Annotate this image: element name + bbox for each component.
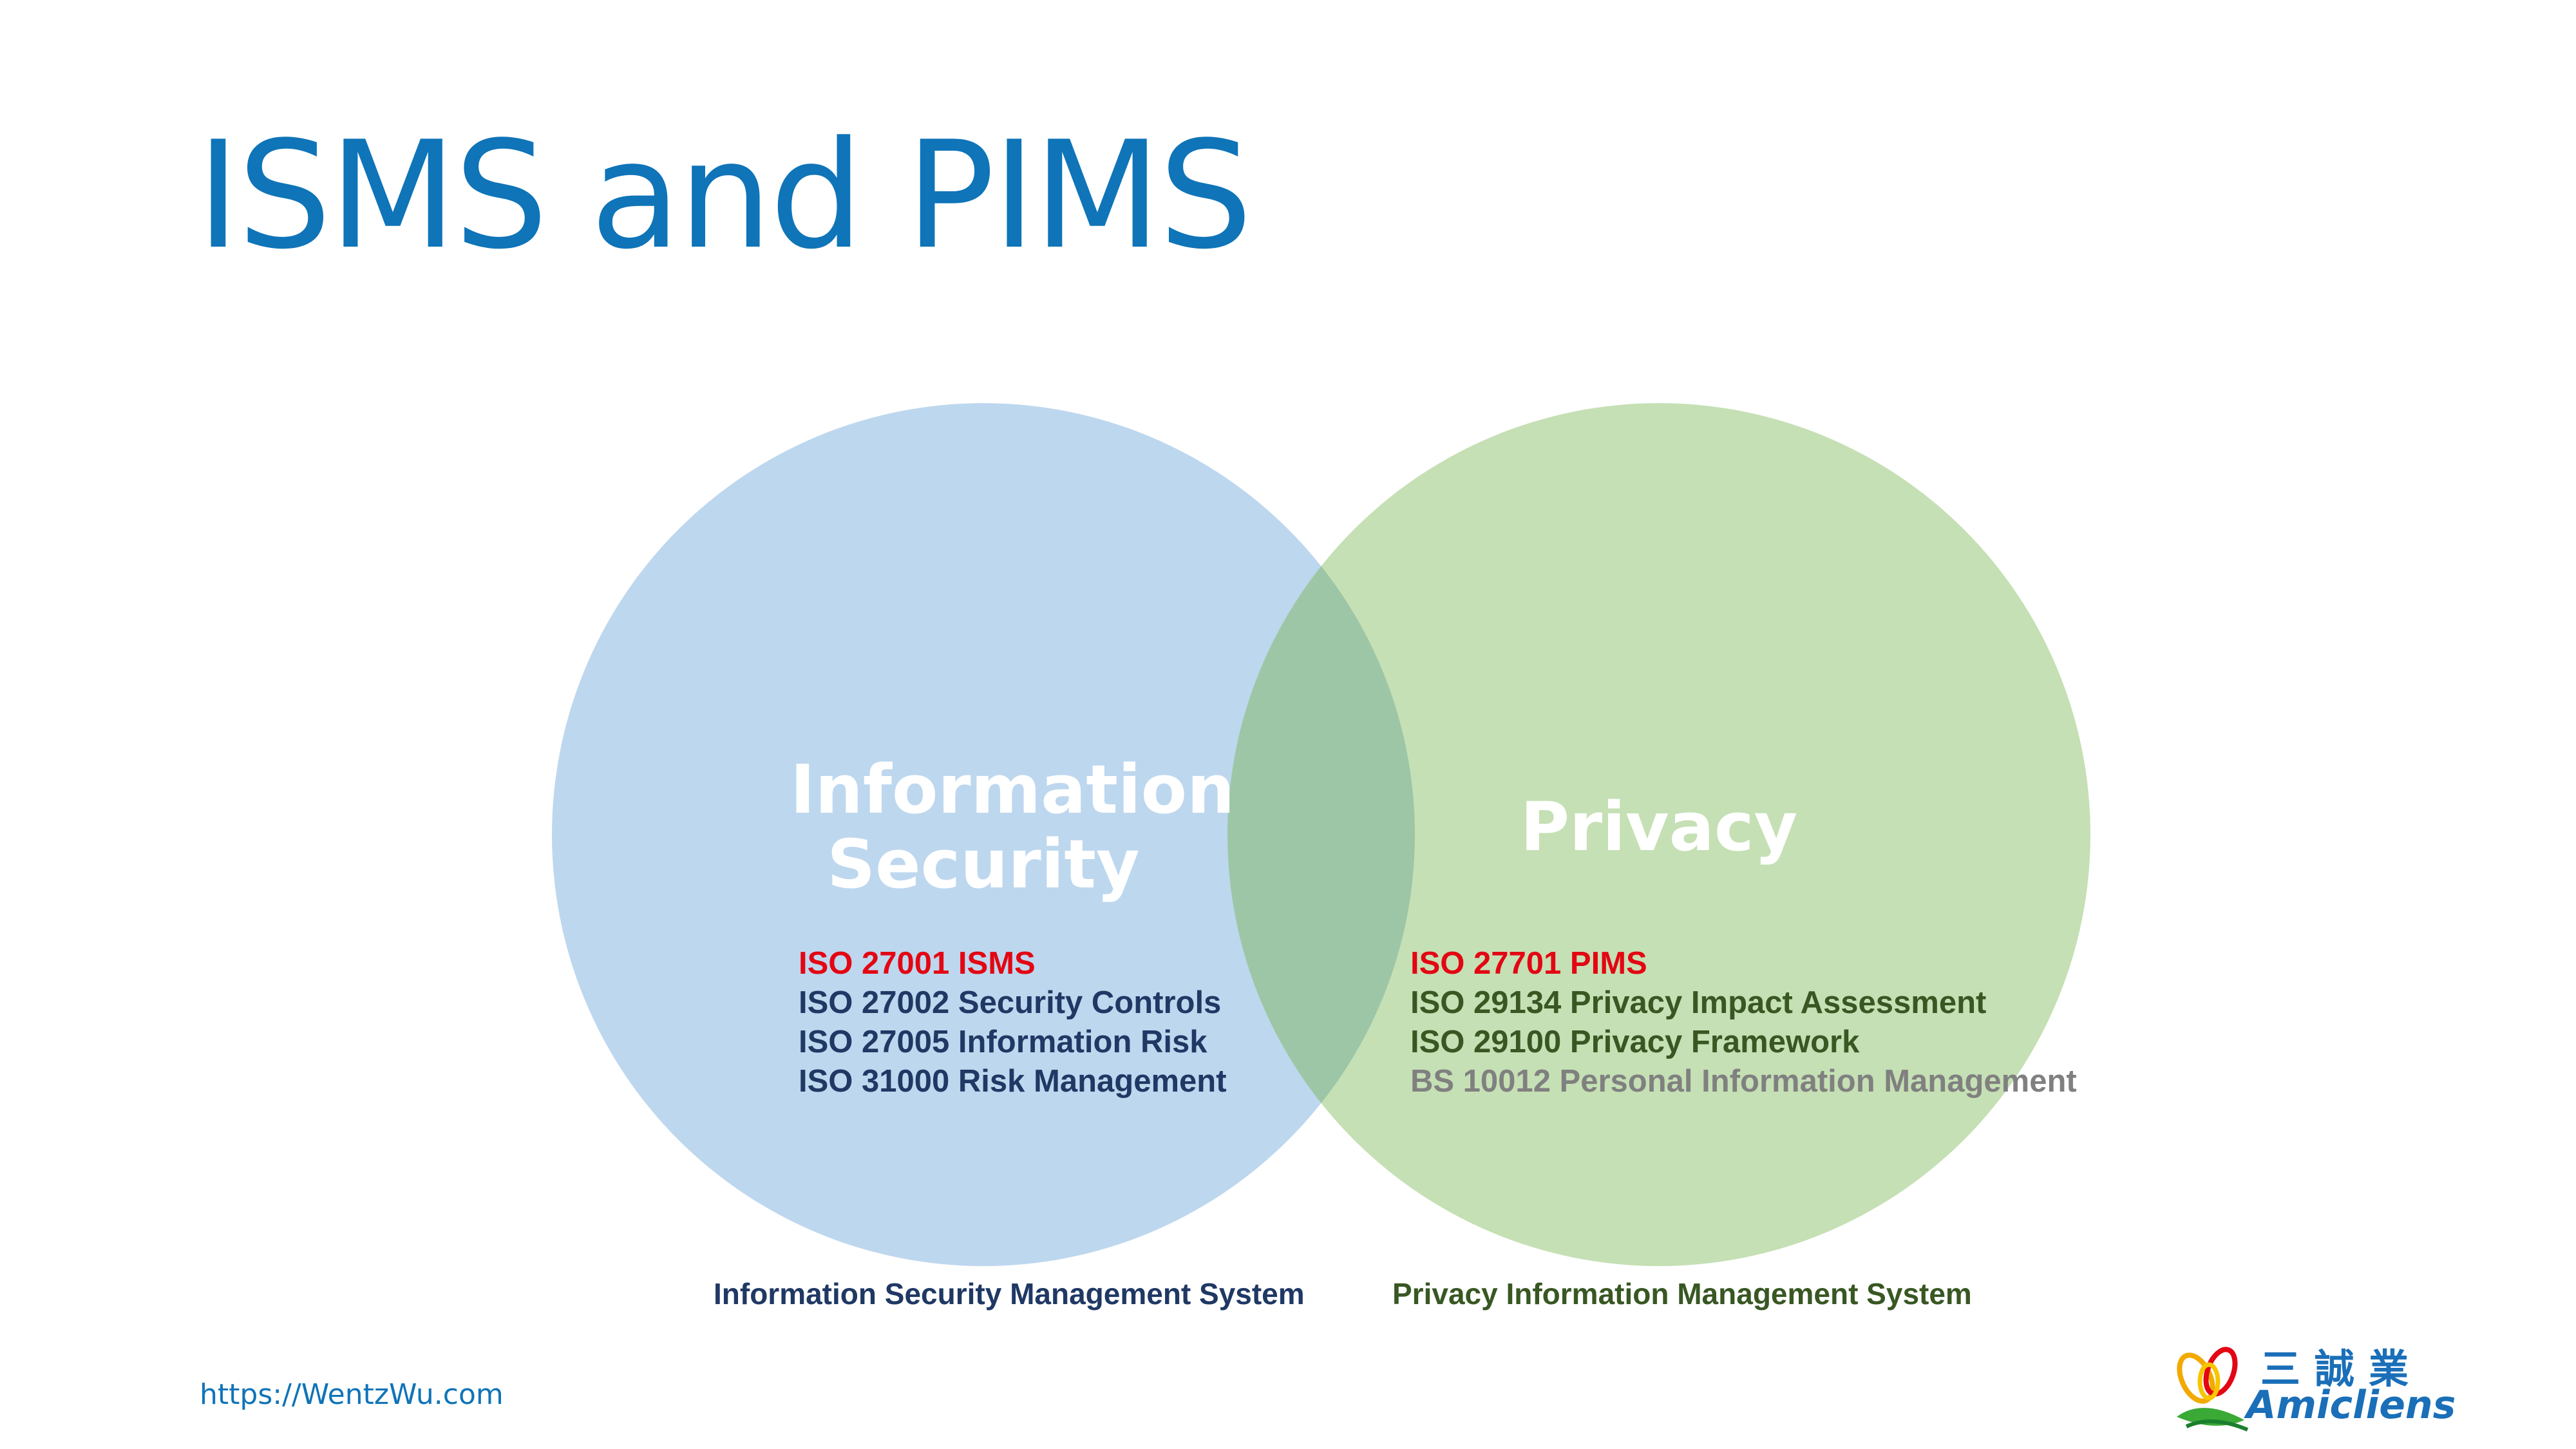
isms-system-label: Information Security Management System: [714, 1277, 1305, 1311]
standard-iso-27005: ISO 27005 Information Risk: [799, 1025, 1208, 1059]
standard-bs-10012: BS 10012 Personal Information Management: [1410, 1064, 2077, 1099]
standard-iso-27701: ISO 27701 PIMS: [1410, 946, 1647, 981]
pims-system-label: Privacy Information Management System: [1392, 1277, 1972, 1311]
page-title: ISMS and PIMS: [196, 110, 1253, 282]
standard-iso-27001: ISO 27001 ISMS: [799, 946, 1036, 981]
company-logo: 三誠業 Amicliens: [2170, 1336, 2456, 1439]
security-standards-list: ISO 27001 ISMS ISO 27002 Security Contro…: [799, 944, 1227, 1101]
security-circle: [552, 403, 1415, 1266]
privacy-circle: [1227, 403, 2090, 1266]
privacy-heading: Privacy: [1520, 788, 1798, 866]
security-heading: Information Security: [790, 750, 1235, 904]
standard-iso-31000: ISO 31000 Risk Management: [799, 1064, 1227, 1099]
privacy-standards-list: ISO 27701 PIMS ISO 29134 Privacy Impact …: [1410, 944, 2077, 1101]
standard-iso-29100: ISO 29100 Privacy Framework: [1410, 1025, 1860, 1059]
logo-wordmark: Amicliens: [2246, 1383, 2456, 1428]
security-heading-line1: Information: [790, 750, 1235, 829]
standard-iso-29134: ISO 29134 Privacy Impact Assessment: [1410, 985, 1987, 1020]
security-heading-line2: Security: [827, 825, 1140, 904]
logo-cjk-text: 三誠業: [2260, 1345, 2423, 1392]
footer-url[interactable]: https://WentzWu.com: [200, 1378, 504, 1411]
standard-iso-27002: ISO 27002 Security Controls: [799, 985, 1222, 1020]
flower-logo-icon: [2177, 1347, 2249, 1432]
